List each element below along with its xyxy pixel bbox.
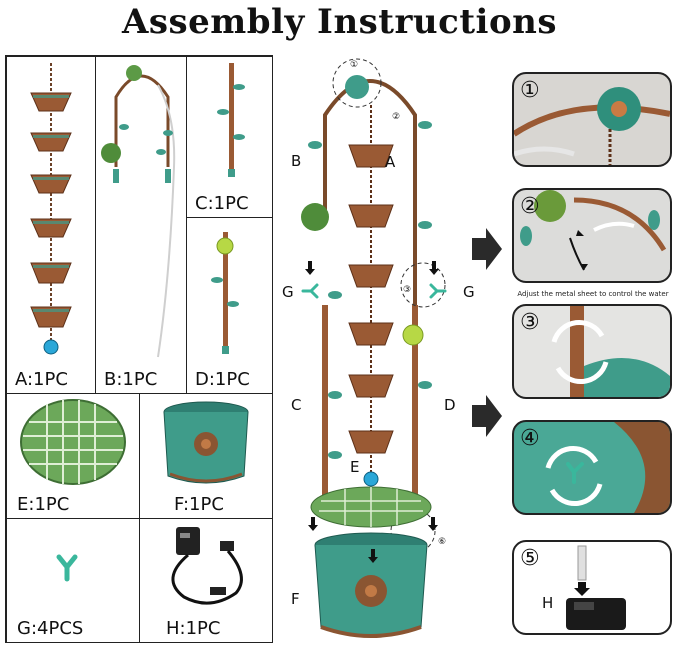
- part-g-y-connector-image: [7, 519, 139, 609]
- assembled-fountain-diagram: [285, 55, 475, 647]
- part-g-cell: G:4PCS: [6, 518, 140, 643]
- part-b-arch-image: [96, 57, 186, 367]
- part-a-cell: A:1PC: [6, 56, 96, 394]
- diagram-label-g-left: G: [282, 283, 294, 301]
- step-card-5: ⑤ H: [512, 540, 672, 635]
- part-d-label: D:1PC: [195, 369, 250, 390]
- diagram-label-f: F: [291, 590, 300, 608]
- callout-2: ②: [392, 112, 400, 122]
- part-d-cell: D:1PC: [186, 217, 273, 394]
- callout-1: ①: [350, 60, 358, 70]
- right-arrow-icon: [470, 393, 504, 439]
- step-1-number: ①: [520, 78, 540, 103]
- part-e-grid-lid-image: [7, 394, 139, 494]
- step-2-caption: Adjust the metal sheet to control the wa…: [508, 290, 678, 298]
- page-title: Assembly Instructions: [0, 2, 679, 42]
- part-e-label: E:1PC: [17, 494, 69, 515]
- part-e-cell: E:1PC: [6, 393, 140, 519]
- part-a-cup-chain-image: [7, 57, 95, 357]
- part-f-cell: F:1PC: [139, 393, 273, 519]
- right-arrow-icon: [470, 226, 504, 272]
- part-b-label: B:1PC: [104, 369, 157, 390]
- part-f-basin-image: [140, 394, 272, 494]
- part-c-label: C:1PC: [195, 193, 249, 214]
- step-5-number: ⑤: [520, 546, 540, 571]
- diagram-label-c: C: [291, 396, 301, 414]
- part-d-pole-image: [187, 218, 272, 363]
- callout-6: ⑥: [438, 537, 446, 547]
- part-h-label: H:1PC: [166, 618, 220, 639]
- callout-3: ③: [403, 285, 411, 295]
- step-3-number: ③: [520, 310, 540, 335]
- parts-grid: A:1PC B:1PC C:: [5, 55, 273, 643]
- diagram-label-a: A: [385, 153, 395, 171]
- diagram-label-d: D: [444, 396, 456, 414]
- step-card-3: ③: [512, 304, 672, 399]
- part-h-cell: H:1PC: [139, 518, 273, 643]
- step-card-1: ①: [512, 72, 672, 167]
- part-f-label: F:1PC: [174, 494, 224, 515]
- diagram-label-g-right: G: [463, 283, 475, 301]
- part-a-label: A:1PC: [15, 369, 68, 390]
- step-card-2: ②: [512, 188, 672, 283]
- part-c-cell: C:1PC: [186, 56, 273, 218]
- step-card-4: ④: [512, 420, 672, 515]
- part-h-pump-adapter-image: [140, 519, 272, 614]
- part-g-label: G:4PCS: [17, 618, 83, 639]
- part-c-pole-image: [187, 57, 272, 182]
- diagram-label-b: B: [291, 152, 301, 170]
- step-5-label: H: [542, 594, 553, 612]
- step-2-number: ②: [520, 194, 540, 219]
- part-b-cell: B:1PC: [95, 56, 187, 394]
- step-4-number: ④: [520, 426, 540, 451]
- diagram-label-e: E: [350, 458, 359, 476]
